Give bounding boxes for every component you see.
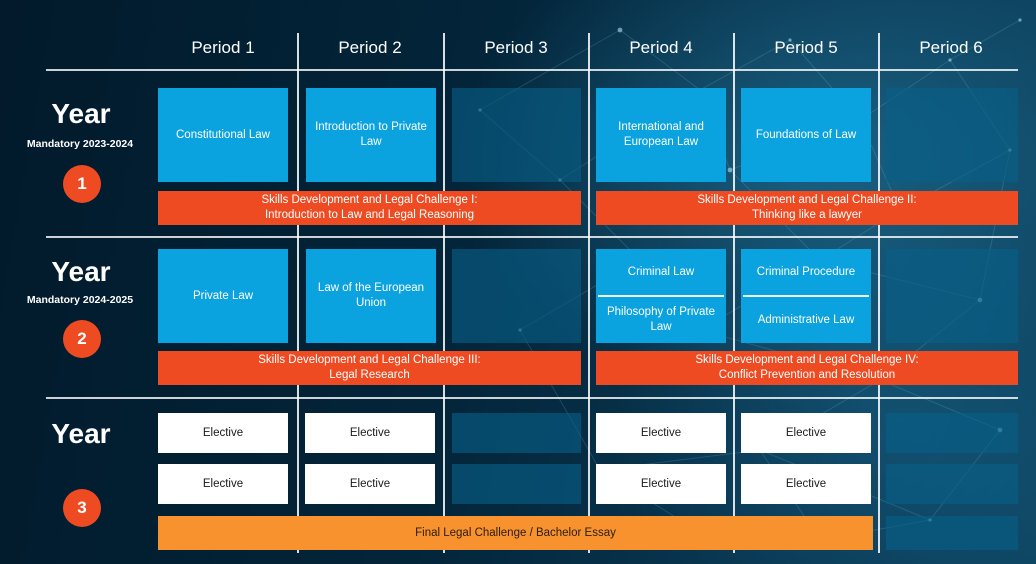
row-divider bbox=[46, 236, 1018, 238]
course-introduction-to-private-law: Introduction to Private Law bbox=[306, 88, 436, 182]
year-2-label: Year bbox=[51, 256, 111, 287]
elective-slot: Elective bbox=[596, 413, 726, 453]
period-header-3: Period 3 bbox=[484, 38, 548, 57]
final-legal-challenge-bar: Final Legal Challenge / Bachelor Essay bbox=[158, 516, 873, 550]
network-node bbox=[948, 58, 952, 62]
elective-slot: Elective bbox=[305, 413, 435, 453]
period-header-6: Period 6 bbox=[919, 38, 983, 57]
period-4-split-cell: Criminal Law Philosophy of Private Law bbox=[596, 249, 726, 343]
network-node bbox=[727, 167, 733, 173]
split-divider bbox=[743, 295, 869, 297]
column-divider bbox=[297, 33, 299, 553]
period-header-4: Period 4 bbox=[629, 38, 693, 57]
year-2-subtitle: Mandatory 2024-2025 bbox=[26, 294, 134, 306]
network-link bbox=[619, 29, 701, 91]
elective-slot: Elective bbox=[741, 413, 871, 453]
course-law-of-the-european-union: Law of the European Union bbox=[306, 249, 436, 343]
row-divider bbox=[46, 397, 1018, 399]
empty-cell bbox=[452, 88, 581, 182]
elective-slot: Elective bbox=[158, 413, 288, 453]
skills-challenge-2-title: Skills Development and Legal Challenge I… bbox=[697, 194, 917, 206]
skills-challenge-3-bar: Skills Development and Legal Challenge I… bbox=[158, 351, 581, 385]
skills-challenge-2-subtitle: Thinking like a lawyer bbox=[752, 209, 862, 221]
network-node bbox=[617, 27, 623, 33]
column-divider bbox=[588, 33, 590, 553]
period-header-1: Period 1 bbox=[191, 38, 255, 57]
year-1-subtitle: Mandatory 2023-2024 bbox=[26, 138, 134, 150]
network-link bbox=[949, 19, 1021, 61]
row-divider bbox=[46, 69, 1018, 71]
course-private-law: Private Law bbox=[158, 249, 288, 343]
course-philosophy-of-private-law: Philosophy of Private Law bbox=[606, 306, 716, 333]
empty-cell bbox=[886, 88, 1018, 182]
elective-slot: Elective bbox=[158, 464, 288, 504]
column-divider bbox=[733, 33, 735, 553]
empty-cell bbox=[886, 516, 1018, 550]
year-3-number-badge: 3 bbox=[63, 489, 101, 527]
period-header-5: Period 5 bbox=[774, 38, 838, 57]
skills-challenge-1-bar: Skills Development and Legal Challenge I… bbox=[158, 191, 581, 225]
skills-challenge-3-title: Skills Development and Legal Challenge I… bbox=[258, 354, 481, 366]
empty-cell bbox=[452, 413, 581, 453]
skills-challenge-3-subtitle: Legal Research bbox=[329, 369, 410, 381]
column-divider bbox=[443, 33, 445, 553]
year-1-number-badge: 1 bbox=[63, 165, 101, 203]
network-link bbox=[699, 39, 791, 91]
year-3-label: Year bbox=[51, 418, 111, 449]
course-international-and-european-law: International and European Law bbox=[596, 88, 726, 182]
course-criminal-procedure: Criminal Procedure bbox=[756, 265, 856, 278]
empty-cell bbox=[452, 464, 581, 504]
elective-slot: Elective bbox=[305, 464, 435, 504]
network-node bbox=[788, 38, 792, 42]
empty-cell bbox=[886, 249, 1018, 343]
year-1-label: Year bbox=[51, 98, 111, 129]
elective-slot: Elective bbox=[596, 464, 726, 504]
elective-slot: Elective bbox=[741, 464, 871, 504]
skills-challenge-4-bar: Skills Development and Legal Challenge I… bbox=[596, 351, 1018, 385]
skills-challenge-1-title: Skills Development and Legal Challenge I… bbox=[261, 194, 478, 206]
year-2-number-badge: 2 bbox=[63, 320, 101, 358]
skills-challenge-1-subtitle: Introduction to Law and Legal Reasoning bbox=[264, 209, 475, 221]
course-foundations-of-law: Foundations of Law bbox=[741, 88, 871, 182]
course-administrative-law: Administrative Law bbox=[757, 313, 855, 326]
period-header-2: Period 2 bbox=[338, 38, 402, 57]
split-divider bbox=[598, 295, 724, 297]
skills-challenge-2-bar: Skills Development and Legal Challenge I… bbox=[596, 191, 1018, 225]
period-5-split-cell: Criminal Procedure Administrative Law bbox=[741, 249, 871, 343]
course-criminal-law: Criminal Law bbox=[627, 265, 695, 278]
skills-challenge-4-subtitle: Conflict Prevention and Resolution bbox=[718, 369, 896, 381]
course-constitutional-law: Constitutional Law bbox=[158, 88, 288, 182]
empty-cell bbox=[886, 464, 1018, 504]
column-divider bbox=[878, 33, 880, 553]
skills-challenge-4-title: Skills Development and Legal Challenge I… bbox=[695, 354, 919, 366]
empty-cell bbox=[452, 249, 581, 343]
empty-cell bbox=[886, 413, 1018, 453]
network-node bbox=[1018, 18, 1022, 22]
